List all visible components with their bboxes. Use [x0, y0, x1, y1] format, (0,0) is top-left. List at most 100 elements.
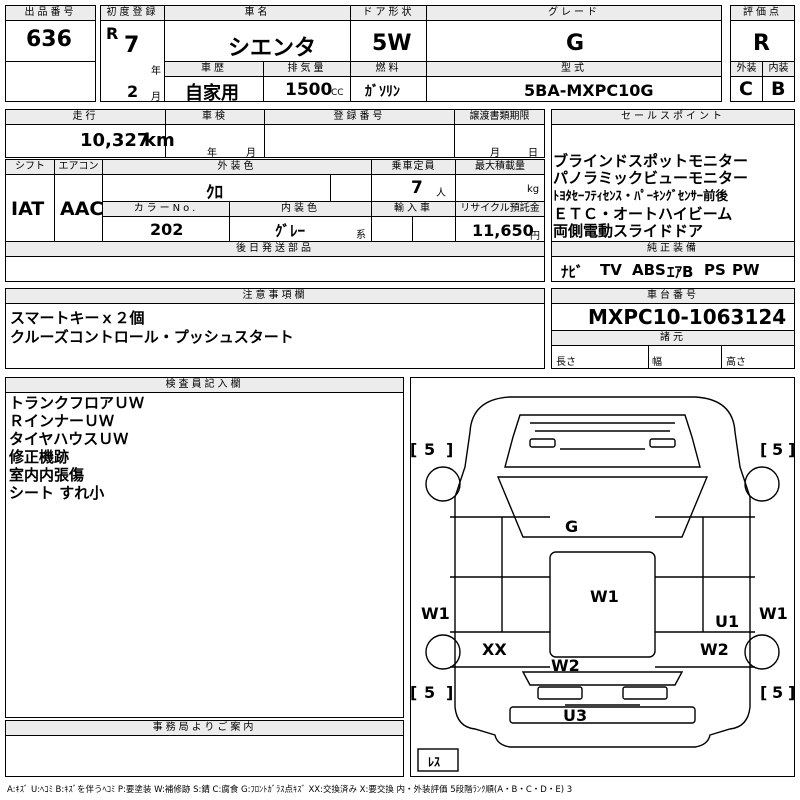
fuel-header: 燃料	[350, 61, 427, 77]
first-reg-header: 初度登録	[100, 5, 165, 21]
spec-height-cell	[721, 345, 795, 369]
recycle-value: 11,650	[472, 221, 534, 240]
mark-rear-u3: U3	[563, 706, 587, 725]
sales-point-2: パノラミックビューモニター	[553, 169, 749, 187]
transfer-month-unit: 月	[490, 148, 500, 159]
transfer-doc-header: 譲渡書類期限	[454, 109, 545, 125]
inspector-note-4: 修正機跡	[9, 448, 70, 466]
svg-text:[: [	[760, 683, 767, 702]
history-value: 自家用	[185, 83, 239, 104]
mark-tire-fr: 5	[772, 440, 783, 459]
shift-header: シフト	[5, 159, 55, 175]
inspector-note-1: トランクフロアＵＷ	[9, 394, 145, 412]
inspection-month-unit: 月	[246, 148, 256, 159]
later-parts-header: 後日発送部品	[5, 241, 545, 257]
lot-no-header: 出品番号	[5, 5, 96, 21]
car-name-header: 車名	[164, 5, 351, 21]
svg-text:[: [	[760, 440, 767, 459]
tire-rear-left-outline	[425, 634, 461, 670]
mark-center-w2: W2	[551, 656, 580, 675]
max-load-header: 最大積載量	[455, 159, 545, 175]
mark-tire-rl: 5	[424, 683, 435, 702]
mark-spare: ﾚｽ	[428, 755, 440, 769]
inspector-header: 検査員記入欄	[5, 377, 404, 393]
int-score-header: 内装	[762, 61, 795, 77]
windshield-outline	[496, 476, 709, 538]
car-diagram: [] [] [] [] 5 5 5 5 G W1 W1 W1 U1 XX W2 …	[410, 396, 795, 772]
chassis-value: MXPC10-1063124	[588, 305, 787, 329]
displacement-header: 排気量	[263, 61, 351, 77]
sales-point-5: 両側電動スライドドア	[553, 222, 704, 240]
int-color-unit: 系	[356, 230, 366, 241]
grade-header: グレード	[426, 5, 722, 21]
int-score-cell	[762, 76, 795, 102]
equip-pw: PW	[732, 261, 760, 279]
mark-tire-fl: 5	[424, 440, 435, 459]
lot-blank-cell	[5, 61, 96, 102]
seats-header: 乗車定員	[371, 159, 456, 175]
mileage-value: 10,327	[80, 130, 150, 151]
specs-header: 諸元	[551, 330, 795, 346]
legend-text: A:ｷｽﾞ U:ﾍｺﾐ B:ｷｽﾞを伴うﾍｺﾐ P:要塗装 W:補修跡 S:錆 …	[7, 785, 573, 795]
svg-text:]: ]	[788, 440, 795, 459]
mark-windshield-g: G	[565, 517, 578, 536]
door-header: ドア形状	[350, 5, 427, 21]
int-score: B	[771, 78, 786, 100]
reg-year: 7	[124, 33, 140, 58]
car-body-outline	[454, 396, 751, 748]
door-type: 5W	[372, 31, 412, 56]
sales-point-3: ﾄﾖﾀｾｰﾌﾃｨｾﾝｽ・ﾊﾟｰｷﾝｸﾞｾﾝｻｰ前後	[553, 188, 729, 203]
spec-length-label: 長さ	[556, 357, 576, 368]
rear-glass-outline	[521, 671, 684, 686]
displacement-value: 1500	[285, 80, 333, 100]
spec-width-label: 幅	[652, 357, 662, 368]
inspector-note-3: タイヤハウスＵＷ	[9, 430, 129, 448]
car-name: シエンタ	[228, 36, 317, 61]
transfer-day-unit: 日	[528, 148, 538, 159]
svg-text:[: [	[410, 440, 417, 459]
ext-color-value: ｸﾛ	[206, 183, 223, 203]
tire-front-left-outline	[425, 466, 461, 502]
mileage-header: 走行	[5, 109, 166, 125]
yen-unit: 円	[530, 231, 540, 242]
reg-month: 2	[127, 82, 139, 101]
hood-outline	[504, 414, 701, 468]
note-1: スマートキーｘ２個	[10, 309, 145, 327]
svg-text:]: ]	[446, 440, 453, 459]
year-unit: 年	[151, 66, 161, 77]
model-header: 型式	[426, 61, 722, 77]
inspection-year-unit: 年	[207, 148, 217, 159]
int-color-value: ｸﾞﾚｰ	[275, 222, 306, 240]
equip-abs: ABS	[632, 261, 666, 279]
score-value: R	[753, 31, 770, 56]
svg-text:[: [	[410, 683, 417, 702]
svg-text:]: ]	[446, 683, 453, 702]
inspector-note-2: ＲインナーＵＷ	[9, 412, 115, 430]
max-load-unit: kg	[527, 184, 540, 195]
std-equip-header: 純正装備	[551, 241, 795, 257]
inspector-note-6: シート すれ小	[9, 484, 105, 502]
std-equip-cell	[551, 256, 795, 282]
mark-right-w2: W2	[700, 640, 729, 659]
svg-text:]: ]	[788, 683, 795, 702]
cc-unit: CC	[331, 88, 344, 98]
ext-color-sub-cell	[330, 174, 372, 202]
notes-cell	[5, 303, 545, 369]
roof-outline	[549, 551, 656, 658]
fuel-value: ｶﾞｿﾘﾝ	[365, 84, 400, 100]
sales-point-1: ブラインドスポットモニター	[553, 152, 749, 170]
history-header: 車歴	[164, 61, 264, 77]
tire-rear-right-outline	[744, 634, 780, 670]
transfer-doc-cell	[454, 124, 545, 158]
later-parts-cell	[5, 256, 545, 282]
equip-ps: PS	[704, 261, 726, 279]
note-2: クルーズコントロール・プッシュスタート	[10, 328, 294, 346]
reg-no-header: 登録番号	[264, 109, 455, 125]
recycle-header: リサイクル預託金	[455, 201, 545, 217]
rear-bumper-outline	[509, 706, 696, 724]
office-cell	[5, 735, 404, 777]
ext-score: C	[739, 78, 753, 100]
sales-point-4: ＥＴＣ・オートハイビーム	[553, 205, 733, 223]
seats-value: 7	[411, 178, 423, 198]
mark-left-xx: XX	[482, 640, 507, 659]
